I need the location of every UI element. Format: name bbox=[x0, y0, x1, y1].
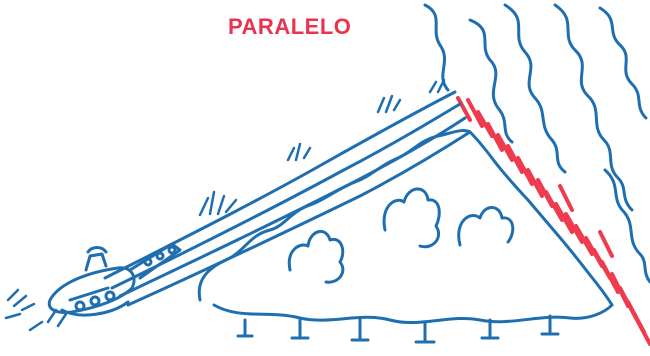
track-wheel bbox=[91, 297, 99, 305]
slope-bottom-line bbox=[120, 118, 465, 296]
bush-stem bbox=[238, 320, 252, 336]
plow-disc bbox=[169, 247, 175, 253]
fire-front-icon bbox=[458, 98, 650, 344]
plow-disc bbox=[145, 259, 151, 265]
bush-inner bbox=[384, 189, 439, 247]
bush-inner bbox=[289, 231, 343, 282]
track-wheel bbox=[106, 292, 114, 300]
grass-tuft bbox=[6, 290, 34, 318]
slope-lower-edge bbox=[128, 132, 470, 305]
smoke-line bbox=[425, 5, 448, 90]
fire-stroke bbox=[600, 232, 612, 256]
fire-stroke bbox=[576, 226, 592, 254]
slope-top-line bbox=[105, 92, 455, 278]
track-wheel bbox=[76, 302, 84, 310]
bushes-icon bbox=[199, 131, 612, 342]
bush-outline bbox=[199, 131, 612, 305]
bush-inner bbox=[459, 208, 513, 246]
grass-tuft bbox=[200, 192, 236, 215]
grass-tuft bbox=[288, 144, 310, 160]
smoke-line bbox=[505, 5, 565, 172]
operator bbox=[86, 254, 106, 270]
plow-disc bbox=[157, 253, 163, 259]
smoke-line bbox=[555, 5, 632, 210]
smoke-line bbox=[600, 8, 646, 118]
grass-tuft bbox=[378, 96, 400, 112]
bush-base bbox=[214, 305, 612, 323]
smoke-line bbox=[605, 170, 650, 282]
grass-tufts-icon bbox=[6, 80, 444, 330]
bush-stem bbox=[352, 318, 368, 340]
smoke-line bbox=[470, 20, 512, 142]
operator-hat bbox=[88, 248, 106, 253]
bush-stem bbox=[416, 322, 434, 342]
fire-stroke bbox=[560, 186, 572, 210]
fire-stroke bbox=[546, 192, 562, 220]
grass-tuft bbox=[430, 80, 444, 92]
tractor-with-operator-icon bbox=[49, 244, 180, 315]
bush-stem bbox=[292, 320, 308, 338]
fire-line-icon bbox=[105, 92, 470, 305]
fire-stroke bbox=[636, 318, 650, 344]
